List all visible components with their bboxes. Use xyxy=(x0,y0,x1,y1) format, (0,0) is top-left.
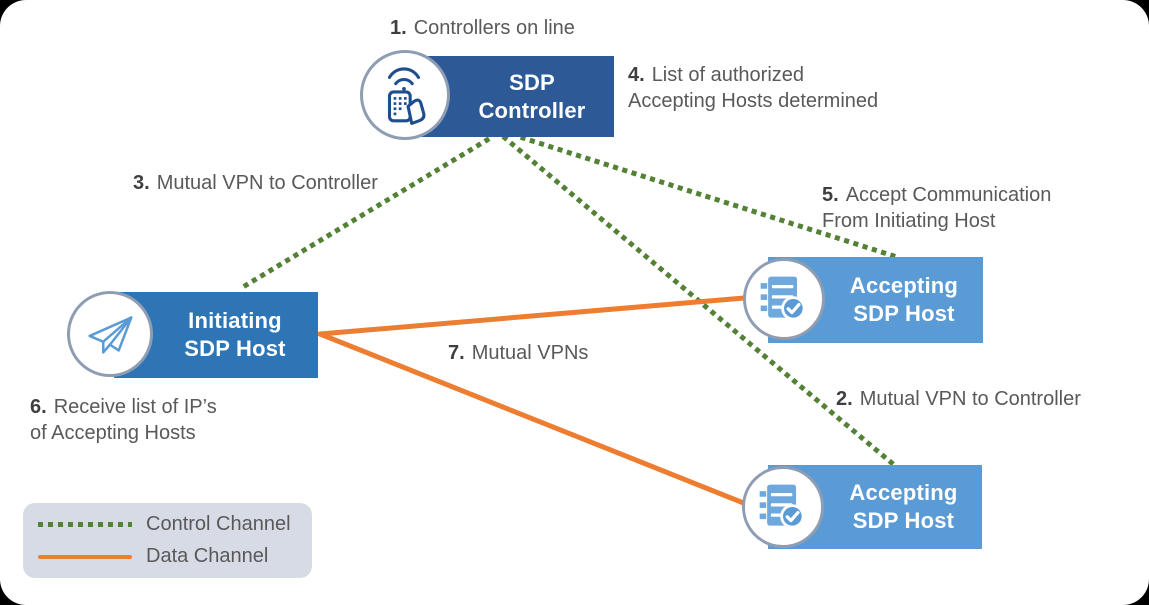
step-7-label: 7. Mutual VPNs xyxy=(448,340,588,366)
step-number: 4. xyxy=(628,64,645,86)
step-text: Mutual VPN to Controller xyxy=(859,388,1081,410)
step-number: 6. xyxy=(30,396,47,418)
data-link-initiating-accepting2 xyxy=(317,331,759,511)
step-3-label: 3. Mutual VPN to Controller xyxy=(133,170,378,196)
legend-label: Data Channel xyxy=(146,545,269,567)
control-link-controller-initiating xyxy=(234,136,491,294)
legend: Control Channel Data Channel xyxy=(23,503,312,578)
data-link-initiating-accepting1 xyxy=(317,294,759,337)
legend-data-channel-row: Data Channel xyxy=(38,545,312,568)
legend-label: Control Channel xyxy=(146,513,291,535)
step-text: List of authorized Accepting Hosts deter… xyxy=(628,64,879,112)
step-text: Mutual VPNs xyxy=(471,342,589,364)
paper-plane-icon xyxy=(67,291,153,377)
step-number: 3. xyxy=(133,172,150,194)
step-text: Controllers on line xyxy=(413,17,575,39)
step-text: Accept Communication From Initiating Hos… xyxy=(822,184,1052,232)
control-channel-line-swatch xyxy=(38,522,132,527)
step-2-label: 2. Mutual VPN to Controller xyxy=(836,386,1081,412)
control-link-controller-accepting1 xyxy=(519,134,901,261)
step-1-label: 1. Controllers on line xyxy=(390,15,575,41)
remote-control-icon xyxy=(360,50,450,140)
step-text: Receive list of IP’s of Accepting Hosts xyxy=(30,396,217,444)
legend-control-channel-row: Control Channel xyxy=(38,513,312,536)
step-number: 5. xyxy=(822,184,839,206)
step-4-label: 4.List of authorized Accepting Hosts det… xyxy=(628,62,878,114)
step-number: 2. xyxy=(836,388,853,410)
step-text: Mutual VPN to Controller xyxy=(156,172,378,194)
step-5-label: 5.Accept Communication From Initiating H… xyxy=(822,182,1051,234)
server-check-icon xyxy=(742,466,824,548)
step-number: 7. xyxy=(448,342,465,364)
step-6-label: 6.Receive list of IP’s of Accepting Host… xyxy=(30,394,217,446)
sdp-controller-node: SDP Controller xyxy=(420,56,614,137)
server-check-icon xyxy=(743,258,825,340)
step-number: 1. xyxy=(390,17,407,39)
data-channel-line-swatch xyxy=(38,554,132,559)
